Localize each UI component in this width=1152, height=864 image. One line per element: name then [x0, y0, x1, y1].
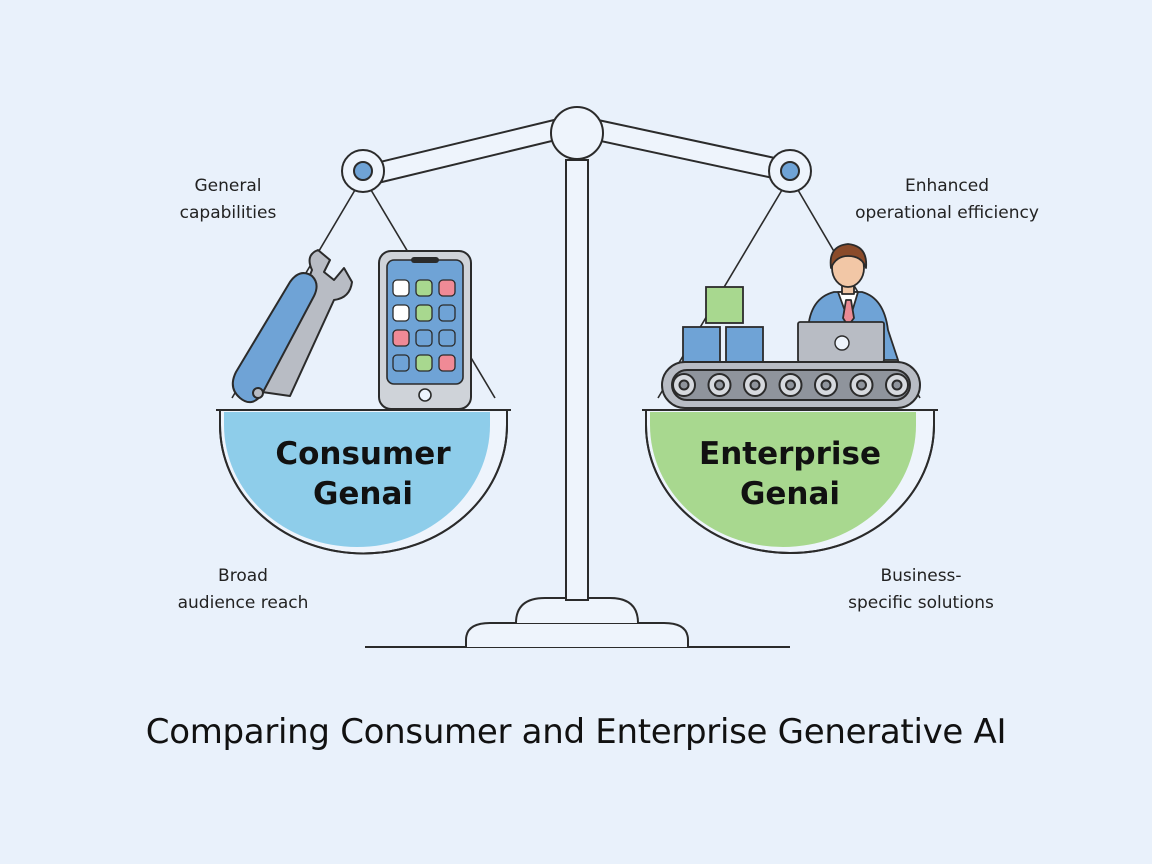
- app-tile-icon: [392, 304, 410, 322]
- label-operational-efficiency: Enhanced operational efficiency: [836, 173, 1058, 227]
- right-pivot-icon: [780, 161, 800, 181]
- enterprise-title-line1: Enterprise: [699, 436, 881, 472]
- conveyor-belt-icon: [661, 361, 921, 409]
- label-line: operational efficiency: [855, 203, 1039, 223]
- roller-icon: [814, 373, 838, 397]
- right-pan: [642, 409, 938, 554]
- laptop-icon: [797, 321, 885, 363]
- enterprise-genai-title: Enterprise Genai: [680, 434, 900, 514]
- label-line: Business-: [880, 566, 962, 586]
- app-tile-icon: [415, 279, 433, 297]
- enterprise-title-line2: Genai: [739, 476, 841, 512]
- app-tile-icon: [415, 354, 433, 372]
- left-pivot-icon: [353, 161, 373, 181]
- roller-icon: [849, 373, 874, 397]
- roller-icon: [885, 373, 909, 397]
- app-tile-icon: [392, 329, 410, 347]
- label-line: Broad: [218, 566, 268, 586]
- label-line: capabilities: [179, 203, 277, 223]
- roller-icon: [743, 373, 767, 397]
- roller-icon: [672, 373, 696, 397]
- scale-frame: [341, 106, 812, 648]
- page-title: Comparing Consumer and Enterprise Genera…: [145, 712, 1007, 752]
- label-business-specific-solutions: Business- specific solutions: [826, 563, 1016, 617]
- roller-icon: [778, 373, 803, 397]
- app-tile-icon: [438, 279, 456, 297]
- label-line: audience reach: [177, 593, 309, 613]
- label-broad-audience-reach: Broad audience reach: [158, 563, 328, 617]
- app-tile-icon: [392, 279, 410, 297]
- app-tile-icon: [438, 304, 456, 322]
- multi-tool-icon: [231, 249, 353, 404]
- label-line: General: [194, 176, 262, 196]
- app-tile-icon: [415, 304, 433, 322]
- consumer-genai-title: Consumer Genai: [263, 434, 463, 514]
- consumer-title-line1: Consumer: [275, 436, 451, 472]
- label-line: Enhanced: [904, 176, 990, 196]
- app-tile-icon: [438, 329, 456, 347]
- app-tile-icon: [415, 329, 433, 347]
- roller-icon: [707, 373, 732, 397]
- label-line: specific solutions: [848, 593, 994, 613]
- app-tile-icon: [438, 354, 456, 372]
- cube-stack-icon: [682, 286, 764, 364]
- consumer-title-line2: Genai: [312, 476, 414, 512]
- app-tile-icon: [392, 354, 410, 372]
- left-pan: [216, 409, 511, 555]
- smartphone-icon: [378, 250, 472, 410]
- label-general-capabilities: General capabilities: [148, 173, 308, 227]
